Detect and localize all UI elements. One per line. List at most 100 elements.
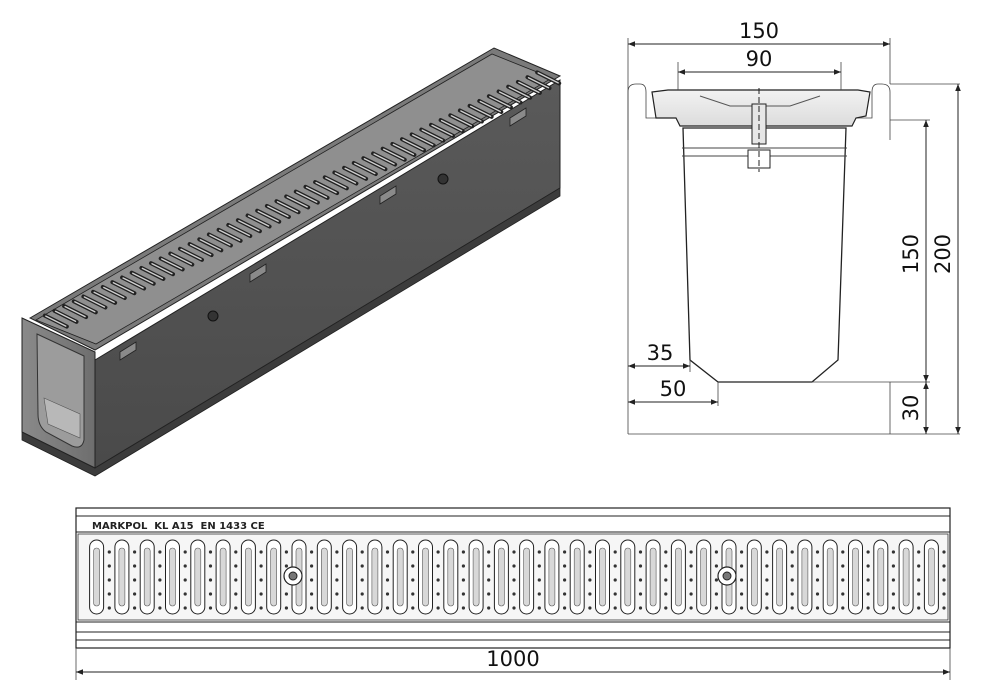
grate-dot [942,550,946,554]
side-hole [437,173,449,185]
grate-slot-highlight [83,296,106,308]
grate-dot [487,550,491,554]
grate-dot [411,592,415,596]
grate-slot-highlight [64,305,86,318]
grate-slot-highlight [527,76,550,89]
grate-slot-highlight [537,72,559,84]
grate-dot [487,564,491,568]
grate-slot-highlight [228,224,251,237]
grate-dot [588,564,592,568]
grate-dot [613,550,617,554]
side-hole [207,310,219,322]
frame-clip [119,341,137,361]
grate-dot [158,578,162,582]
grate-dot [942,578,946,582]
channel-inner-floor [43,397,81,439]
grate-slot-highlight [247,215,270,227]
grate-dot [664,550,668,554]
grate-slot-highlight [363,157,386,170]
grate-dot [335,578,339,582]
grate-dot [841,550,845,554]
grate-slot-highlight [93,291,115,303]
grate-dot [664,592,668,596]
grate-dot [866,578,870,582]
grate-slot-highlight [412,134,434,146]
grate-dot [714,592,719,596]
grate-slot-highlight [479,100,501,113]
grate-dot [234,592,238,596]
grate-dot [740,564,744,568]
grate-dot [512,550,516,554]
grate-slot-highlight [267,205,289,218]
grate-dot [284,606,288,610]
grate-dot [360,578,364,582]
grate-slot-highlight [460,110,482,122]
cross-section-view: 150 90 200 150 30 35 50 [627,19,961,435]
grate-dot [284,550,288,554]
dim-height-channel: 150 [899,234,923,274]
grate-dot [234,564,238,568]
grate-dot [385,578,390,582]
grate-dot [917,606,921,610]
grate-slot-highlight [498,91,521,103]
grate-slot-highlight [518,81,540,94]
grate-slot-inner [371,547,379,607]
grate-dot [942,606,946,610]
grate-dot [310,564,314,568]
grate-dot [461,550,465,554]
grate-dot [790,550,794,554]
grate-dot [284,564,288,568]
grate-dot [461,578,465,582]
dim-offset-35: 35 [647,341,674,365]
grate-dot [360,550,364,554]
grate-dot [107,578,111,582]
grate-slot-highlight [141,267,164,280]
grate-slot-inner [902,547,910,607]
grate-dot [133,578,137,582]
grate-dot [765,606,769,610]
grate-dot [917,550,921,554]
grate-dot [689,606,693,610]
grate-dot [208,578,213,582]
grate-slot-highlight [421,129,443,141]
grate-dot [335,592,339,596]
dim-length: 1000 [486,647,539,671]
grate-dot [537,592,541,596]
grate-slot-highlight [199,239,222,251]
grate-dot [613,578,617,582]
grate-slot-highlight [392,143,415,156]
grate-dot [284,592,288,596]
grate-dot [335,606,339,610]
grate-slot-inner [169,547,176,607]
grate-dot [866,564,870,568]
grate-dot [133,606,137,610]
grate-dot [563,578,567,582]
grate-dot [234,606,238,610]
dim-height-base: 30 [899,395,923,422]
grate-dot [436,564,440,568]
grate-dot [234,550,238,554]
grate-dot [512,564,516,568]
grate-dot [740,606,744,610]
grate-dot [360,592,364,596]
grate-dot [537,564,541,568]
grate-dot [183,578,187,582]
grate-dot [183,550,187,554]
grate-dot [335,550,339,554]
grate-dot [487,606,491,610]
grate-dot [385,550,390,554]
grate-dot [689,550,693,554]
grate-dot [891,564,896,568]
grate-dot [411,578,415,582]
grate-slot-highlight [334,172,357,184]
grate-slot-inner [422,547,429,607]
grate-dot [765,564,769,568]
grate-slot-highlight [383,148,405,160]
grate-dot [841,606,845,610]
grate-dot [158,606,162,610]
grate-dot [942,564,946,568]
grate-dot [638,592,643,596]
grate-dot [689,578,693,582]
grate-dot [815,550,820,554]
